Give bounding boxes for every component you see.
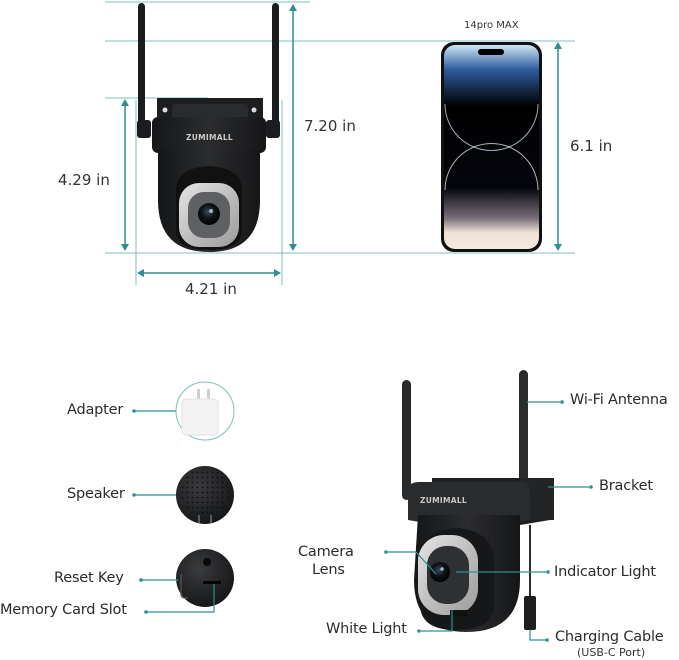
dimension-total-height: 7.20 in: [304, 117, 356, 135]
speaker-illustration: [176, 466, 234, 524]
label-camera-lens-2: Lens: [312, 562, 345, 578]
label-camera-lens-1: Camera: [298, 544, 354, 560]
label-memory-card-slot: Memory Card Slot: [0, 602, 127, 618]
guide-lines: [105, 1, 575, 285]
callout-lines: [386, 401, 589, 641]
callout-dots: [384, 400, 593, 642]
label-charging-cable: Charging Cable: [555, 629, 664, 645]
brand-logo-angled: ZUMIMALL: [420, 496, 468, 505]
label-reset-key: Reset Key: [54, 570, 124, 586]
camera-angled-view: [402, 370, 554, 632]
camera-bottom-illustration: [176, 549, 234, 607]
label-wifi-antenna: Wi-Fi Antenna: [570, 392, 668, 408]
adapter-illustration: [175, 381, 235, 441]
dimension-phone-height: 6.1 in: [570, 137, 613, 155]
label-charging-cable-sub: (USB-C Port): [577, 646, 646, 659]
brand-logo-front: ZUMIMALL: [186, 133, 234, 142]
dimension-body-height: 4.29 in: [58, 171, 110, 189]
phone-model-label: 14pro MAX: [464, 20, 519, 31]
dimension-arrows: [121, 4, 562, 277]
label-indicator-light: Indicator Light: [554, 564, 656, 580]
camera-front-view: [137, 3, 280, 252]
label-white-light: White Light: [326, 621, 407, 637]
phone-illustration: [441, 42, 542, 252]
label-speaker: Speaker: [67, 486, 125, 502]
dimension-width: 4.21 in: [185, 280, 237, 298]
label-bracket: Bracket: [599, 478, 653, 494]
label-adapter: Adapter: [67, 402, 124, 418]
